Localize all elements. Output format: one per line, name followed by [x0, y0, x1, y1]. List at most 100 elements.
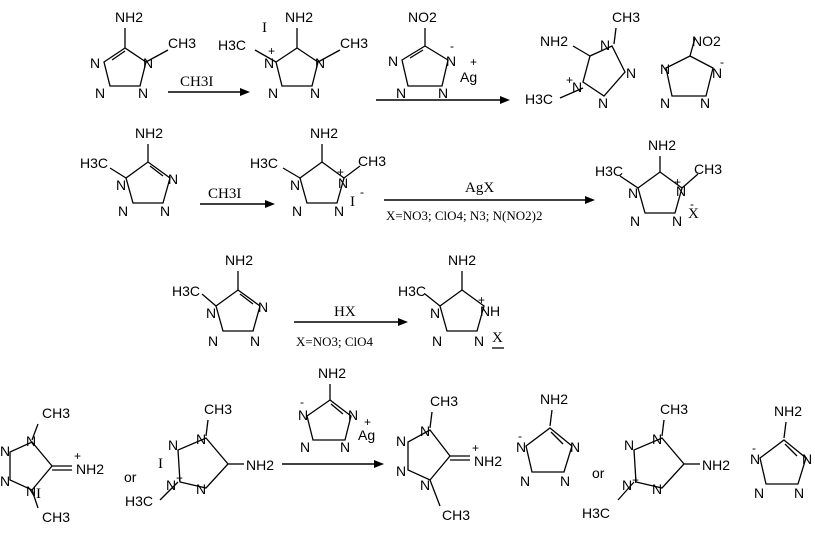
row1-reagent: NO2 N N N N - Ag + — [388, 9, 477, 101]
counterion: X — [688, 206, 699, 222]
ring-n: N — [652, 431, 662, 447]
amino-label: NH2 — [310, 125, 338, 141]
amino-label: NH2 — [648, 137, 676, 153]
plus-charge: + — [470, 55, 477, 69]
minus-charge: - — [300, 395, 304, 409]
ring-n: N — [396, 463, 406, 479]
methyl-label: H3C — [582, 505, 610, 521]
ring-n: N — [206, 305, 216, 321]
ring-n: N — [660, 61, 670, 77]
reagent-agx: AgX — [465, 180, 494, 196]
ring-n: N — [572, 79, 582, 95]
nitro-label: NO2 — [408, 9, 437, 25]
ring-n: N — [298, 407, 308, 423]
ring-n: N — [258, 299, 268, 315]
row4-product-b: CH3 NH2 N N N N + H3C NH2 N - N N N — [582, 401, 812, 521]
amino-label: NH2 — [225, 252, 253, 268]
methyl-label: H3C — [80, 155, 108, 171]
minus-charge: - — [360, 185, 364, 199]
ring-n: N — [166, 477, 176, 493]
ring-n: N — [630, 213, 640, 229]
ring-n: N — [520, 473, 530, 489]
methyl-label: CH3 — [168, 35, 196, 51]
amino-label: NH2 — [135, 125, 163, 141]
ring-n: N — [600, 37, 610, 53]
plus-charge: + — [472, 441, 479, 455]
ring-n: N — [90, 55, 100, 71]
ring-n: N — [802, 451, 812, 467]
iminium-label: NH2 — [474, 453, 502, 469]
ring-n: N — [208, 333, 218, 349]
methyl-label: CH3 — [660, 401, 688, 417]
ring-n: N — [794, 485, 804, 501]
amino-label: NH2 — [774, 403, 802, 419]
row4-product-a: CH3 NH2 + CH3 N N N N NH2 N - N N N — [396, 391, 580, 523]
row1-arrow-1: CH3I — [168, 74, 250, 96]
amino-label: NH2 — [540, 33, 568, 49]
counterion: X — [492, 330, 503, 346]
plus-charge: + — [566, 73, 573, 87]
plus-charge: + — [337, 165, 344, 179]
row3-product: NH2 H3C N + H X N N N — [398, 252, 504, 349]
ring-n: N — [0, 473, 10, 489]
row1-reactant: NH2 CH3 N N N N — [90, 9, 196, 101]
ring-n: N — [712, 65, 722, 81]
reagent-hx: HX — [334, 304, 356, 320]
methyl-label: H3C — [250, 155, 278, 171]
row1-intermediate: NH2 CH3 H3C + I N N N N — [218, 9, 368, 101]
methyl-label: CH3 — [612, 9, 640, 25]
ring-n: N — [438, 85, 448, 101]
methyl-label: CH3 — [442, 507, 470, 523]
methyl-label: H3C — [398, 283, 426, 299]
ring-n: N — [560, 473, 570, 489]
ring-n: N — [622, 477, 632, 493]
ring-n: N — [676, 183, 686, 199]
ring-n: N — [168, 171, 178, 187]
ring-n: N — [196, 481, 206, 497]
ring-n: N — [420, 423, 430, 439]
ring-n: N — [292, 203, 302, 219]
methyl-label: H3C — [125, 493, 153, 509]
plus-charge: + — [364, 415, 371, 429]
amino-label: NH2 — [318, 365, 346, 381]
ring-n: N — [660, 95, 670, 111]
ring-n: N — [396, 433, 406, 449]
plus-charge: + — [674, 175, 681, 189]
ring-n: N — [396, 85, 406, 101]
ring-n: N — [138, 85, 148, 101]
ring-n: N — [160, 203, 170, 219]
row2-intermediate: NH2 H3C CH3 N + I - N N N — [250, 125, 386, 219]
row2-product: NH2 H3C CH3 N + X - N N N — [595, 137, 722, 229]
nitro-label: NO2 — [692, 33, 721, 49]
silver-label: Ag — [460, 69, 477, 85]
plus-charge: + — [268, 44, 275, 58]
ring-n: N — [474, 333, 484, 349]
amino-label: NH2 — [540, 391, 568, 407]
ring-n: N — [268, 85, 278, 101]
ring-n: N — [300, 439, 310, 455]
iodide: I — [262, 20, 267, 36]
iodide: I — [158, 456, 163, 472]
methyl-label: H3C — [525, 91, 553, 107]
ring-n: N — [250, 333, 260, 349]
or-text: or — [592, 465, 605, 481]
ring-n: N — [420, 477, 430, 493]
ring-n: N — [348, 407, 358, 423]
ring-n: N — [116, 177, 126, 193]
amino-label: NH2 — [285, 9, 313, 25]
ring-n: N — [516, 439, 526, 455]
ring-n: N — [750, 451, 760, 467]
methyl-label: CH3 — [42, 509, 70, 525]
methyl-label: H3C — [218, 37, 246, 53]
ring-n: N — [652, 481, 662, 497]
methyl-label: H3C — [595, 163, 623, 179]
plus-charge: + — [478, 293, 485, 307]
methyl-label: CH3 — [42, 405, 70, 421]
ring-n: N — [340, 439, 350, 455]
row2-reactant: NH2 H3C N N N N — [80, 125, 178, 219]
amino-label: NH2 — [448, 252, 476, 268]
ring-n: N — [598, 95, 608, 111]
reagent-ch3i: CH3I — [208, 186, 241, 202]
row4-reagent: NH2 N N N N - Ag + — [298, 365, 375, 455]
